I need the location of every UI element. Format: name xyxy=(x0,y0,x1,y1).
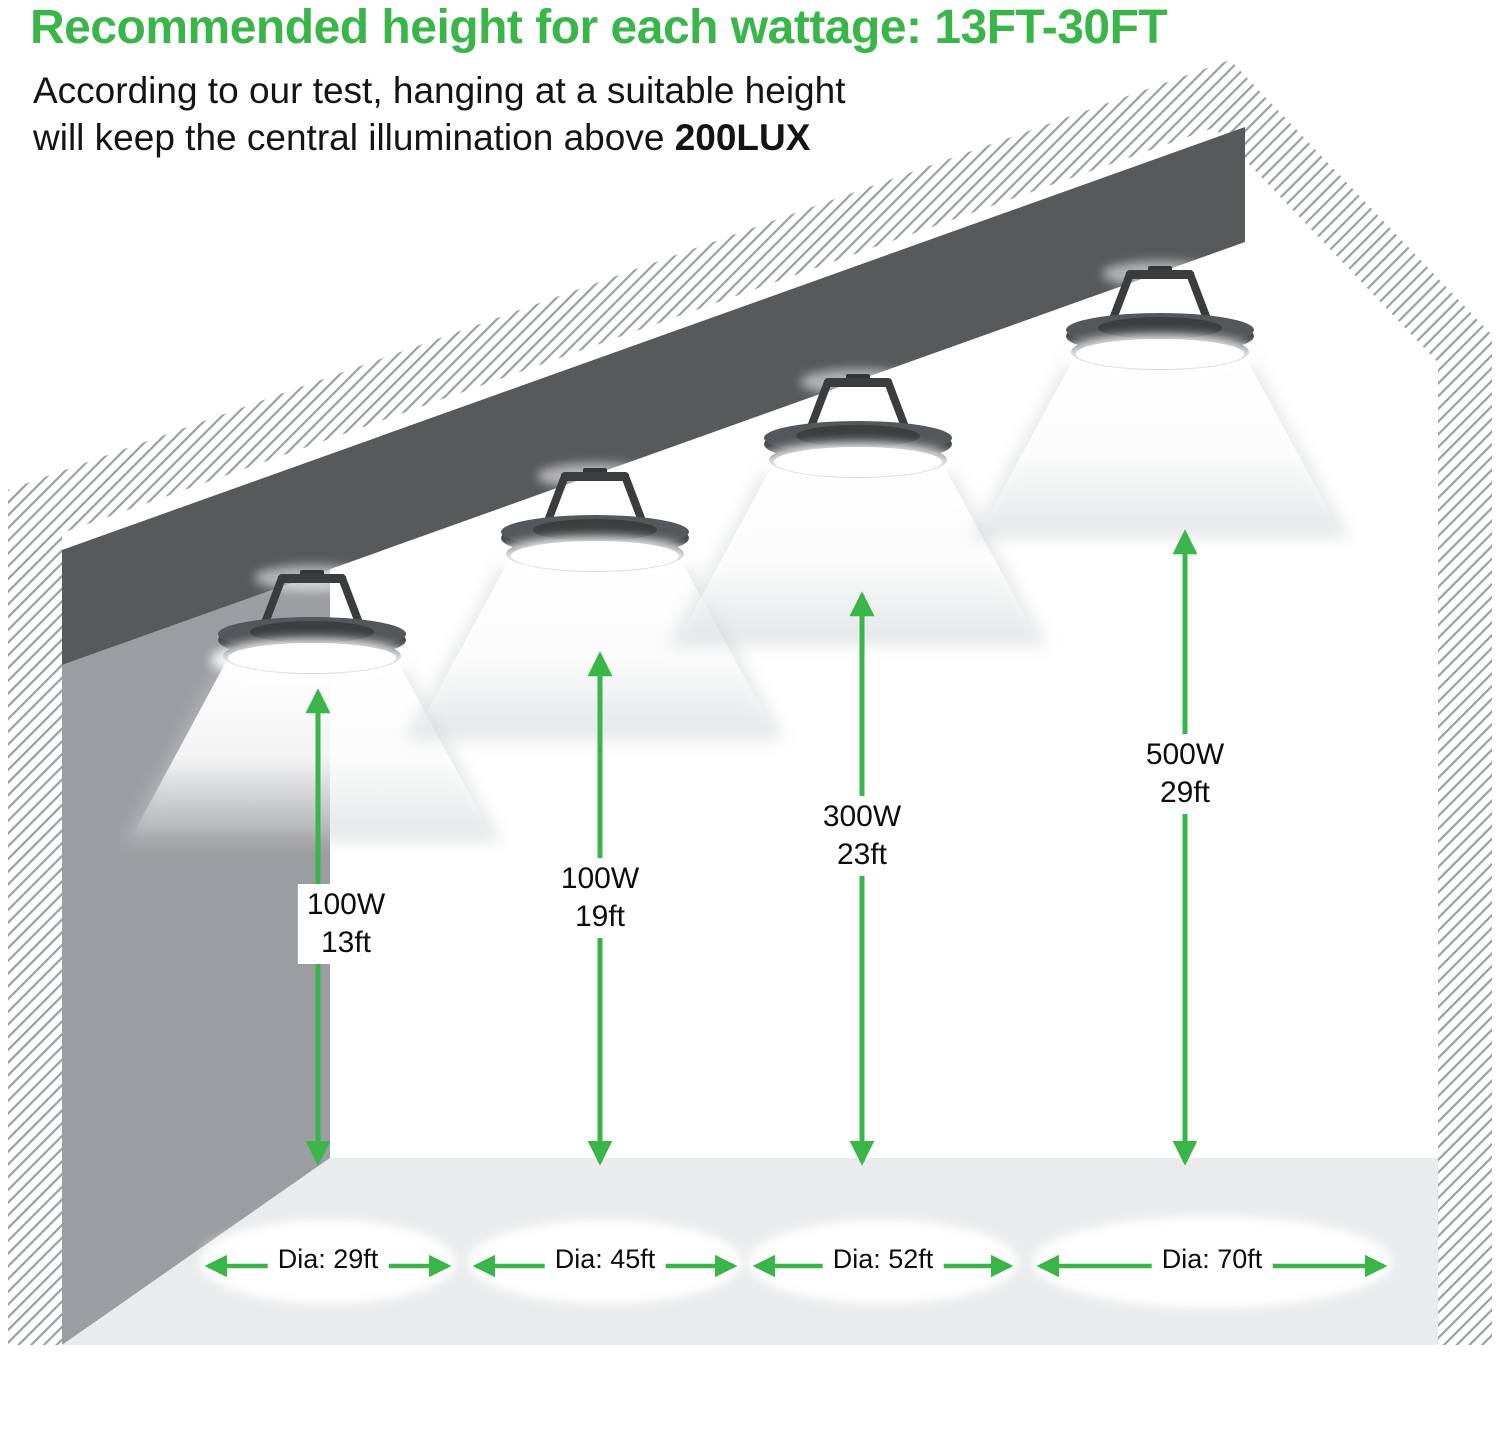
lens-1 xyxy=(228,643,396,673)
subtitle-line-2: will keep the central illumination above… xyxy=(33,116,811,158)
subtitle-line-1: According to our test, hanging at a suit… xyxy=(33,70,846,111)
highbay-light-3 xyxy=(756,369,960,486)
height-value: 29ft xyxy=(1159,776,1211,809)
diameter-label-2: Dia: 45ft xyxy=(544,1243,666,1276)
height-value: 13ft xyxy=(320,926,372,959)
diameter-label-4: Dia: 70ft xyxy=(1151,1243,1273,1276)
height-label-3: 300W 23ft xyxy=(813,796,911,876)
wattage-value: 300W xyxy=(822,800,902,833)
hatch-wall-left xyxy=(8,471,62,1345)
highbay-light-4 xyxy=(1058,261,1262,378)
floor xyxy=(62,1158,1438,1345)
page-subtitle: According to our test, hanging at a suit… xyxy=(33,68,1083,161)
hatch-wall-right xyxy=(1438,335,1492,1345)
light-beam-4 xyxy=(970,356,1350,538)
height-label-2: 100W 19ft xyxy=(551,858,649,938)
height-value: 19ft xyxy=(574,900,626,933)
hatch-roof-downslope xyxy=(1188,60,1492,375)
diameter-label-3: Dia: 52ft xyxy=(822,1243,944,1276)
roof-slab xyxy=(62,127,1245,665)
page-title: Recommended height for each wattage: 13F… xyxy=(30,1,1168,54)
wattage-value: 500W xyxy=(1145,738,1225,771)
height-label-1: 100W 13ft xyxy=(297,884,395,964)
lens-3 xyxy=(774,447,942,477)
highbay-light-2 xyxy=(493,463,697,580)
wattage-value: 100W xyxy=(560,862,640,895)
light-beam-3 xyxy=(668,464,1048,646)
diameter-label-1: Dia: 29ft xyxy=(267,1243,389,1276)
lens-4 xyxy=(1076,339,1244,369)
height-value: 23ft xyxy=(836,838,888,871)
light-beam-2 xyxy=(405,558,785,740)
height-label-4: 500W 29ft xyxy=(1136,734,1234,814)
wattage-value: 100W xyxy=(306,888,386,921)
hatch-roof-upslope xyxy=(8,60,1250,545)
highbay-light-1 xyxy=(210,565,414,682)
lens-2 xyxy=(511,541,679,571)
